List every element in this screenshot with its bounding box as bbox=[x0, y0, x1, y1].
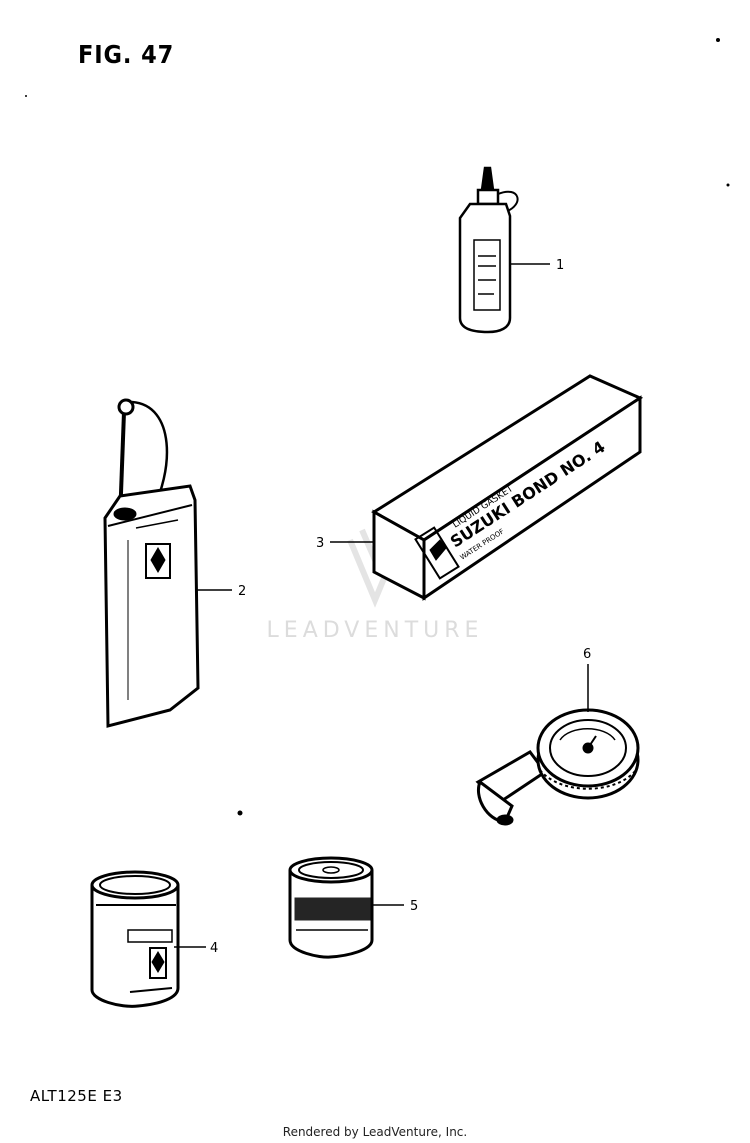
large-tin-drawing[interactable] bbox=[90, 870, 180, 1008]
oil-can-drawing[interactable] bbox=[103, 398, 200, 728]
callout-3[interactable]: 3 bbox=[316, 536, 324, 551]
scan-specks bbox=[25, 38, 730, 816]
callout-2[interactable]: 2 bbox=[238, 584, 246, 599]
tire-pressure-gauge-drawing[interactable] bbox=[475, 708, 640, 826]
callout-1[interactable]: 1 bbox=[556, 258, 564, 273]
liquid-gasket-box-drawing[interactable] bbox=[371, 374, 644, 601]
callout-5[interactable]: 5 bbox=[410, 899, 418, 914]
callout-6[interactable]: 6 bbox=[583, 647, 591, 662]
watermark-text: LEADVENTURE bbox=[266, 618, 484, 643]
callout-4[interactable]: 4 bbox=[210, 941, 218, 956]
footer-credit: Rendered by LeadVenture, Inc. bbox=[282, 1125, 468, 1139]
model-code: ALT125E E3 bbox=[30, 1087, 123, 1105]
figure-title: FIG. 47 bbox=[78, 40, 175, 69]
oil-bottle-drawing[interactable] bbox=[458, 166, 519, 334]
small-tin-drawing[interactable] bbox=[288, 856, 374, 959]
